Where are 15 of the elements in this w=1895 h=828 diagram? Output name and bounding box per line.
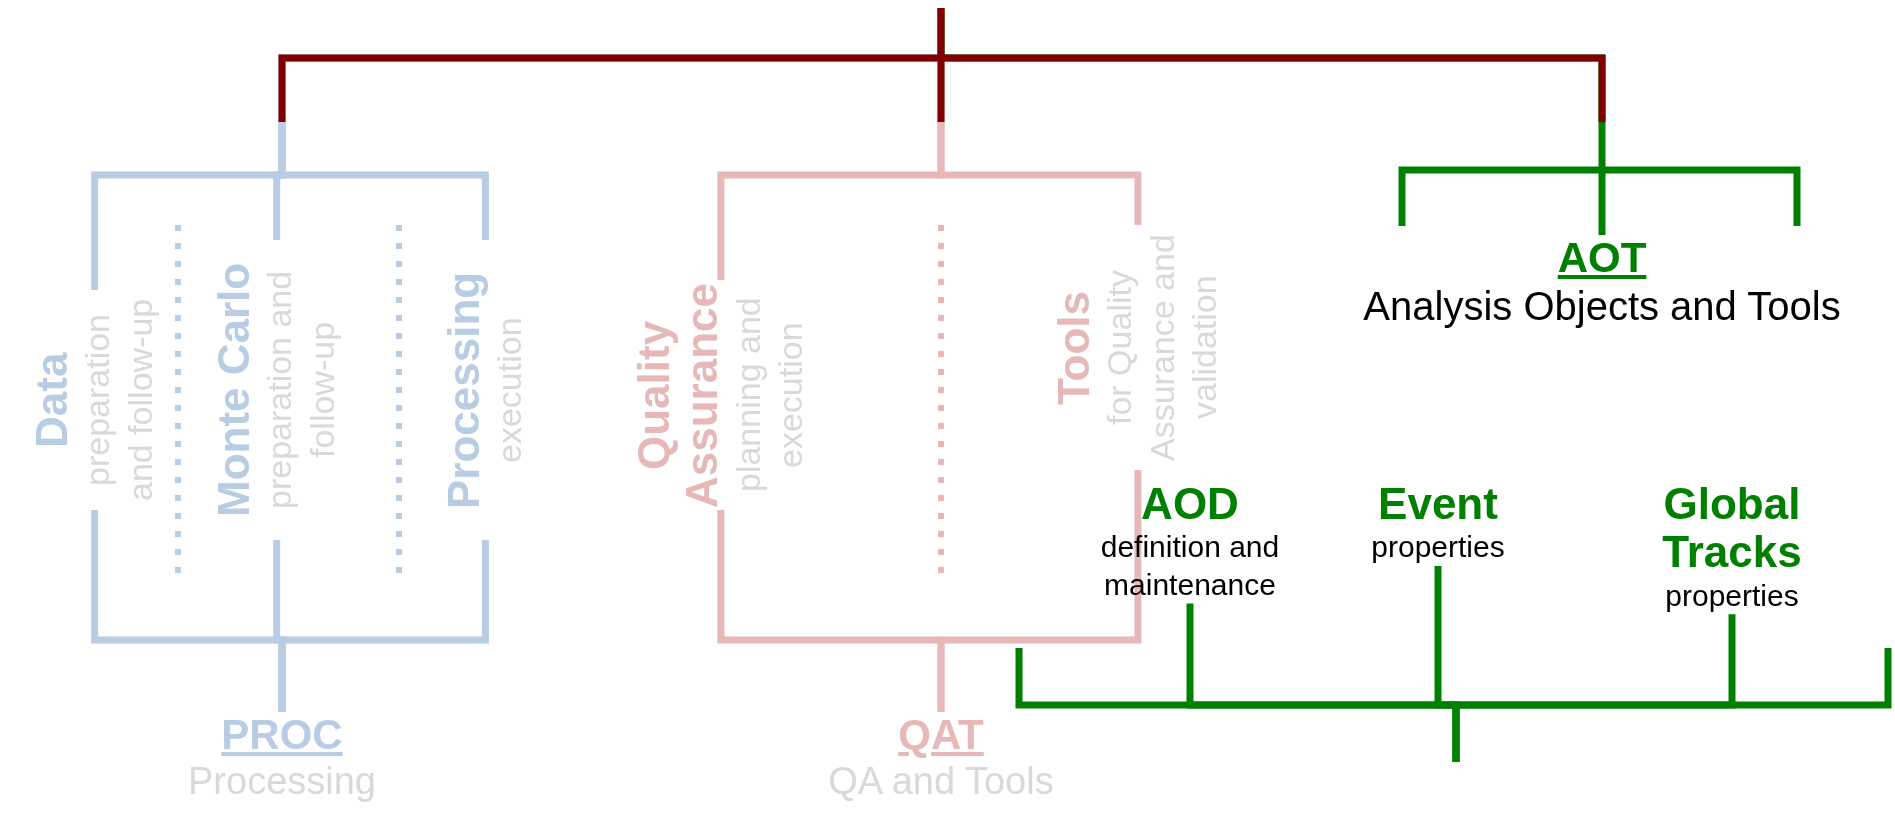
heading: Global Tracks — [1661, 480, 1803, 577]
heading: PROC — [220, 712, 344, 759]
heading: QAT — [897, 712, 985, 759]
description: Analysis Objects and Tools — [1362, 283, 1842, 331]
heading: Data — [28, 351, 77, 450]
description: properties — [1370, 529, 1506, 566]
heading: Quality Assurance — [630, 281, 727, 510]
description: properties — [1664, 577, 1800, 614]
heading: AOD — [1140, 480, 1240, 529]
heading: Tools — [1050, 289, 1099, 407]
heading: Monte Carlo — [210, 261, 259, 520]
heading: Event — [1377, 480, 1499, 529]
heading: AOT — [1556, 235, 1648, 282]
description: definition and maintenance — [1099, 529, 1281, 603]
heading: Processing — [440, 270, 489, 511]
